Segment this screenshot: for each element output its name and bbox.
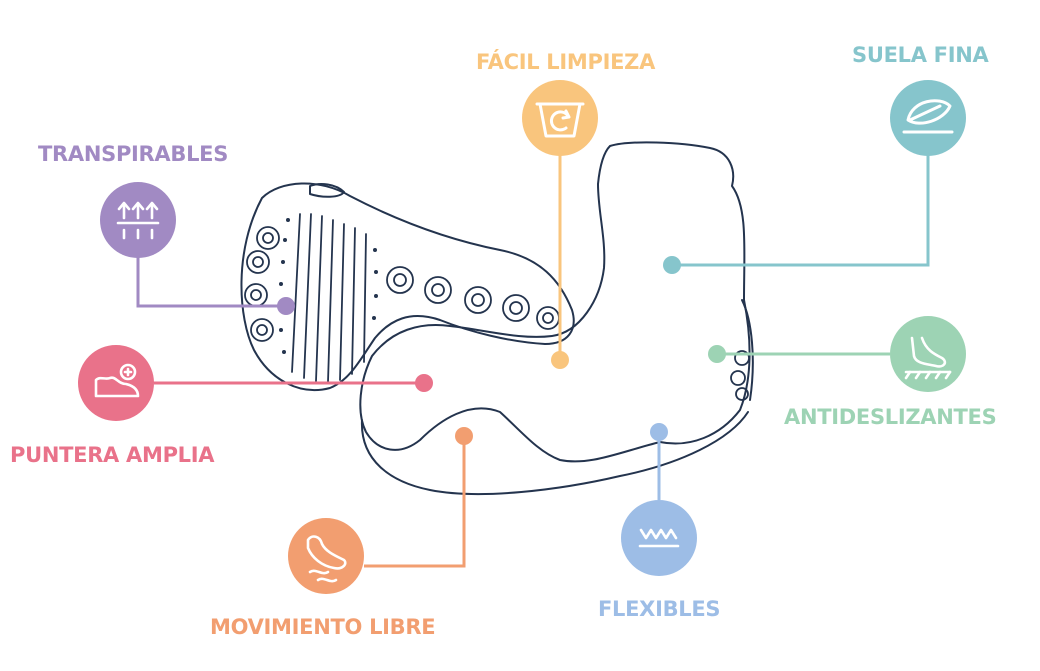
label-facil-limpieza: FÁCIL LIMPIEZA: [476, 50, 656, 74]
wash-icon: [522, 80, 598, 156]
dot-suela-fina: [663, 256, 681, 274]
dot-facil-limpieza: [551, 351, 569, 369]
label-transpirables: TRANSPIRABLES: [38, 142, 229, 166]
label-puntera-amplia: PUNTERA AMPLIA: [10, 443, 215, 467]
sole-tread-lines: [291, 213, 367, 383]
connector-movimiento-libre: [364, 436, 466, 568]
sole-strap-tab: [309, 183, 345, 198]
non-slip-foot-icon: [890, 316, 966, 392]
free-movement-foot-icon: [288, 518, 364, 594]
label-suela-fina: SUELA FINA: [852, 43, 989, 67]
label-antideslizantes: ANTIDESLIZANTES: [784, 405, 997, 429]
connector-transpirables: [136, 255, 286, 308]
thin-sole-leaf-icon: [890, 80, 966, 156]
shoe-sole-rim: [360, 411, 749, 496]
sole-dots: [278, 218, 378, 354]
shoe-heel-rim: [741, 299, 754, 401]
flexible-wave-icon: [621, 500, 697, 576]
wide-toe-shoe-icon: [78, 345, 154, 421]
dot-transpirables: [277, 297, 295, 315]
dot-puntera-amplia: [415, 374, 433, 392]
connector-suela-fina: [672, 155, 930, 267]
shoe-illustration: [240, 141, 754, 496]
shoe-sole-outline: [240, 182, 575, 391]
shoe-upper-outline: [359, 141, 751, 463]
breathable-arrows-icon: [100, 182, 176, 258]
dot-movimiento-libre: [455, 427, 473, 445]
dot-antideslizantes: [708, 345, 726, 363]
label-flexibles: FLEXIBLES: [598, 597, 721, 621]
dot-flexibles: [650, 423, 668, 441]
label-movimiento-libre: MOVIMIENTO LIBRE: [210, 615, 436, 639]
